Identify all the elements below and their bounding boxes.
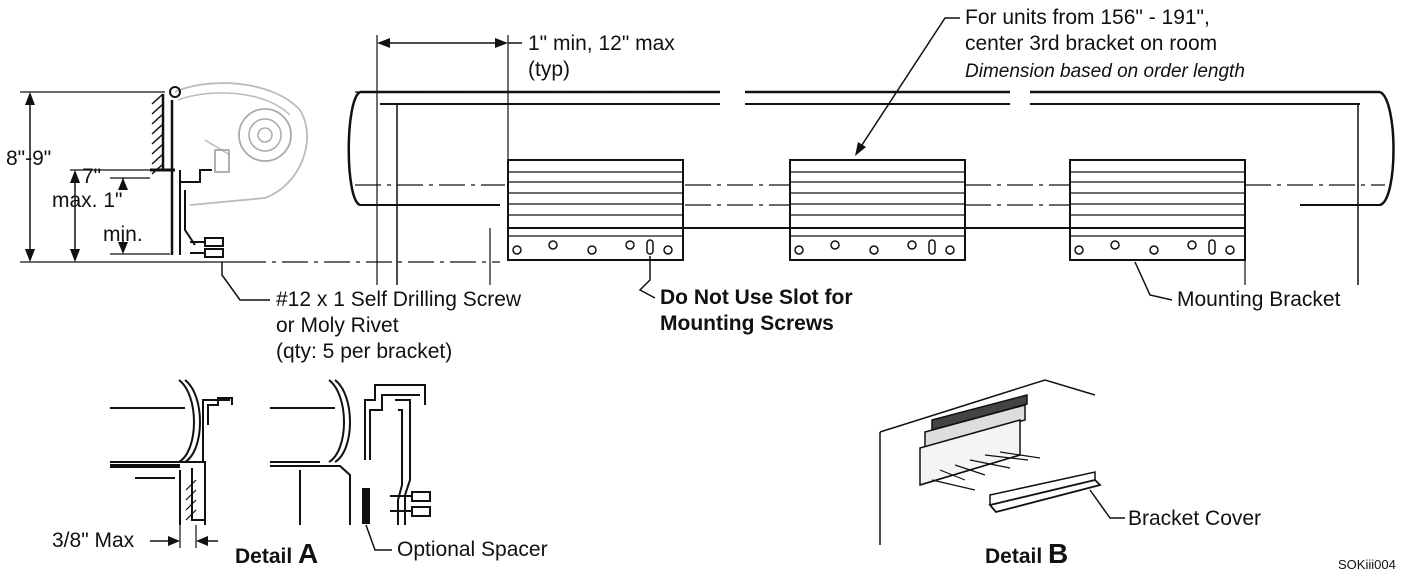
detail-a-letter: A [298, 538, 319, 569]
bracket-cover-label: Bracket Cover [1128, 507, 1262, 530]
detail-a-title: Detail A [235, 540, 318, 568]
screw-note-line2: or Moly Rivet [276, 314, 399, 337]
mounting-bracket-1 [507, 159, 684, 261]
spacing-label-line2: (typ) [528, 58, 570, 81]
detail-b-word: Detail [985, 545, 1049, 568]
min-label: min. [103, 223, 143, 246]
detail-b-letter: B [1048, 538, 1069, 569]
mounting-bracket-label: Mounting Bracket [1177, 288, 1341, 311]
mounting-bracket-2 [789, 159, 966, 261]
screw-note-line3: (qty: 5 per bracket) [276, 340, 453, 363]
max-one-inch-label: max. 1" [52, 189, 123, 212]
front-view [240, 17, 1395, 301]
optional-spacer-label: Optional Spacer [397, 538, 548, 561]
detail-b-drawing [879, 379, 1125, 545]
seven-inch-label: 7" [82, 165, 102, 188]
spacing-label-line1: 1" min, 12" max [528, 32, 675, 55]
side-view [20, 82, 308, 301]
units-note-line2: center 3rd bracket on room [965, 32, 1218, 55]
mounting-bracket-3 [1069, 159, 1246, 261]
slot-warning-line1: Do Not Use Slot for [660, 286, 853, 309]
detail-a-word: Detail [235, 545, 299, 568]
detail-a-drawing [110, 379, 431, 551]
detail-b-title: Detail B [985, 540, 1068, 568]
height-range-label: 8"-9" [6, 147, 52, 170]
three-eighths-max-label: 3/8" Max [52, 529, 135, 552]
units-note-line3: Dimension based on order length [965, 61, 1245, 82]
units-note-line1: For units from 156" - 191", [965, 6, 1210, 29]
drawing-code: SOKiii004 [1338, 557, 1396, 572]
screw-note-line1: #12 x 1 Self Drilling Screw [276, 288, 522, 311]
slot-warning-line2: Mounting Screws [660, 312, 834, 335]
